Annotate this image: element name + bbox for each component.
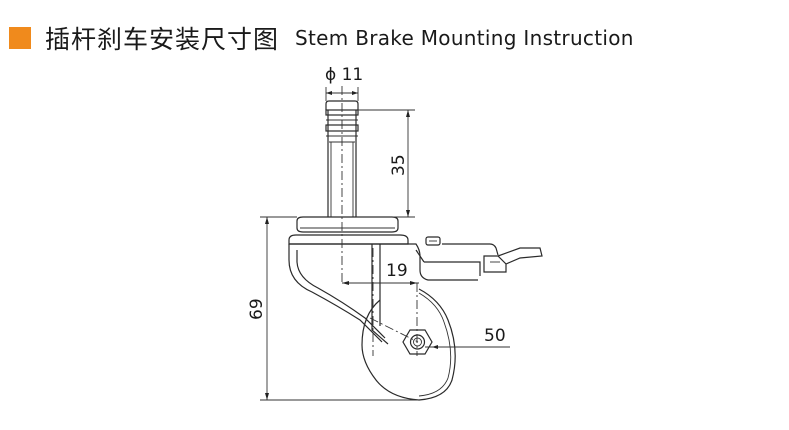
center-lines <box>341 86 419 356</box>
brake-pedal <box>425 236 543 273</box>
dim-offset <box>342 281 419 285</box>
section-header: 插杆刹车安装尺寸图 Stem Brake Mounting Instructio… <box>9 18 634 58</box>
title-chinese: 插杆刹车安装尺寸图 <box>45 25 280 54</box>
section-marker-icon <box>9 27 31 49</box>
dim-label-stem-diameter: ϕ 11 <box>325 65 363 85</box>
dim-label-offset: 19 <box>386 261 408 281</box>
dim-label-stem-length: 35 <box>389 154 409 176</box>
wheel <box>361 288 456 401</box>
axle-nut-icon <box>402 329 433 355</box>
dim-overall-height <box>260 216 419 401</box>
dim-stem-diameter <box>325 87 359 101</box>
dim-label-overall-height: 69 <box>247 298 267 320</box>
top-plate <box>288 216 409 245</box>
title-english: Stem Brake Mounting Instruction <box>295 26 634 50</box>
dim-label-wheel-diameter: 50 <box>484 326 506 346</box>
dim-stem-length <box>356 109 415 218</box>
dim-wheel-diameter <box>425 345 510 349</box>
fork-body <box>288 243 481 345</box>
stem <box>325 100 359 217</box>
